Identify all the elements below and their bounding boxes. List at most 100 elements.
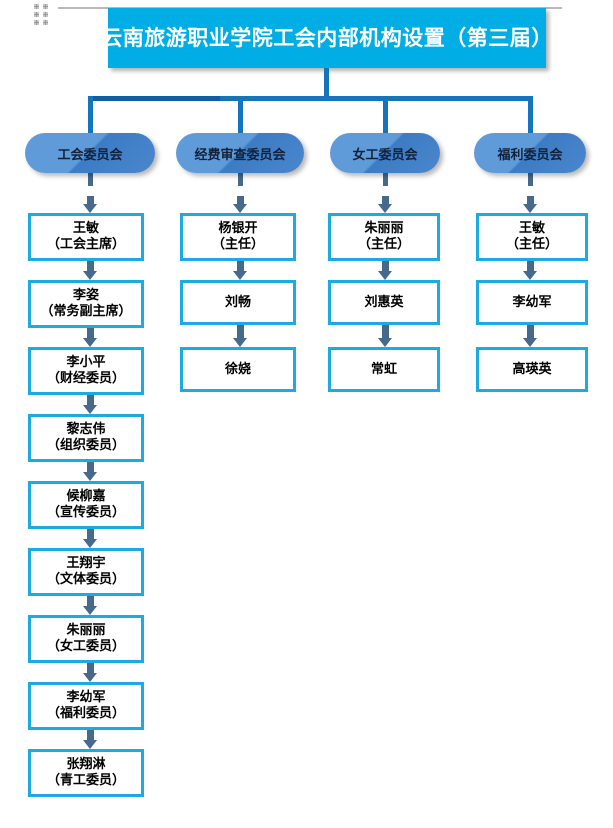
node-stem-connector-3-1 (381, 261, 389, 263)
node-stem-connector-4-2 (526, 325, 534, 330)
committee-pill-4[interactable]: 福利委员会 (474, 133, 586, 173)
person-role: （女工委员） (46, 639, 125, 654)
arrow-shaft (381, 196, 389, 205)
arrow-shaft (86, 397, 94, 406)
node-stem-connector-1-2 (86, 328, 94, 330)
person-name: 杨银开 (218, 221, 258, 237)
arrow-shaft (236, 263, 244, 272)
handle-dot (43, 12, 48, 17)
page-title: 云南旅游职业学院工会内部机构设置（第三届） (101, 25, 553, 50)
trunk-connector (324, 68, 329, 99)
person-role: （主任） (505, 237, 558, 252)
pill-stem-connector-1 (87, 173, 93, 186)
person-box-1-4[interactable]: 黎志伟（组织委员） (28, 414, 144, 462)
person-name: 张翔淋 (66, 757, 106, 773)
arrow-shaft (526, 196, 534, 205)
bus-drop-connector-4 (527, 96, 533, 133)
person-role: （财经委员） (46, 371, 125, 386)
person-box-1-9[interactable]: 张翔淋（青工委员） (28, 749, 144, 797)
pill-stem-connector-3 (382, 173, 388, 186)
flow-arrow-3-1 (377, 196, 393, 213)
committee-label: 经费审查委员会 (194, 147, 286, 163)
committee-pill-3[interactable]: 女工委员会 (330, 133, 440, 173)
bus-connector (90, 96, 530, 101)
node-stem-connector-2-2 (236, 325, 244, 330)
handle-dot (34, 20, 39, 25)
person-box-1-5[interactable]: 候柳嘉（宣传委员） (28, 481, 144, 529)
person-box-1-6[interactable]: 王翔宇（文体委员） (28, 548, 144, 596)
person-box-2-2[interactable]: 刘畅 (180, 280, 296, 325)
person-name: 朱丽丽 (364, 221, 404, 237)
node-stem-connector-1-8 (86, 730, 94, 732)
pill-stem-connector-4 (527, 173, 533, 186)
arrow-shaft (381, 263, 389, 272)
arrow-head-icon (82, 673, 97, 682)
arrow-head-icon (82, 271, 97, 280)
committee-label: 福利委员会 (497, 147, 563, 163)
person-box-4-2[interactable]: 李幼军 (476, 280, 588, 325)
person-box-1-2[interactable]: 李姿（常务副主席） (28, 280, 144, 328)
person-role: （工会主席） (46, 237, 125, 252)
arrow-head-icon (82, 472, 97, 481)
bus-connector-left-shade (90, 96, 220, 101)
person-box-1-3[interactable]: 李小平（财经委员） (28, 347, 144, 395)
arrow-shaft (86, 531, 94, 540)
person-name: 刘畅 (224, 294, 251, 310)
arrow-head-icon (82, 405, 97, 414)
committee-label: 女工委员会 (352, 147, 418, 163)
person-box-2-1[interactable]: 杨银开（主任） (180, 213, 296, 261)
person-box-1-1[interactable]: 王敏（工会主席） (28, 213, 144, 261)
person-role: （宣传委员） (46, 505, 125, 520)
person-name: 李幼军 (66, 690, 106, 706)
person-box-4-3[interactable]: 高瑛英 (476, 347, 588, 392)
handle-dot (43, 20, 48, 25)
node-stem-connector-1-4 (86, 462, 94, 464)
drag-handle-icon[interactable] (34, 4, 48, 26)
handle-dot (43, 4, 48, 9)
person-box-1-7[interactable]: 朱丽丽（女工委员） (28, 615, 144, 663)
flow-arrow-3-2 (377, 263, 393, 280)
person-role: （青工委员） (46, 773, 125, 788)
flow-arrow-4-1 (522, 196, 538, 213)
arrow-head-icon (82, 338, 97, 347)
flow-arrow-1-3 (82, 330, 98, 347)
person-box-3-3[interactable]: 常虹 (328, 347, 440, 392)
arrow-head-icon (232, 271, 247, 280)
arrow-head-icon (232, 338, 247, 347)
arrow-head-icon (522, 338, 537, 347)
flow-arrow-4-3 (522, 330, 538, 347)
person-name: 刘惠英 (364, 294, 404, 310)
flow-arrow-2-1 (232, 196, 248, 213)
arrow-head-icon (522, 204, 537, 213)
person-box-3-2[interactable]: 刘惠英 (328, 280, 440, 325)
person-name: 朱丽丽 (66, 623, 106, 639)
arrow-shaft (86, 464, 94, 473)
arrow-shaft (86, 598, 94, 607)
person-name: 高瑛英 (512, 361, 552, 377)
node-stem-connector-4-1 (526, 261, 534, 263)
flow-arrow-1-9 (82, 732, 98, 749)
committee-pill-2[interactable]: 经费审查委员会 (176, 133, 304, 173)
flow-arrow-1-4 (82, 397, 98, 414)
person-box-4-1[interactable]: 王敏（主任） (476, 213, 588, 261)
person-box-1-8[interactable]: 李幼军（福利委员） (28, 682, 144, 730)
person-box-3-1[interactable]: 朱丽丽（主任） (328, 213, 440, 261)
person-name: 黎志伟 (66, 422, 106, 438)
arrow-head-icon (82, 606, 97, 615)
person-name: 李姿 (72, 288, 99, 304)
committee-label: 工会委员会 (57, 147, 123, 163)
person-role: （主任） (211, 237, 264, 252)
arrow-head-icon (82, 539, 97, 548)
arrow-shaft (86, 196, 94, 205)
person-role: （文体委员） (46, 572, 125, 587)
arrow-head-icon (82, 204, 97, 213)
person-role: （主任） (357, 237, 410, 252)
committee-pill-1[interactable]: 工会委员会 (25, 133, 155, 173)
person-box-2-3[interactable]: 徐娆 (180, 347, 296, 392)
flow-arrow-1-1 (82, 196, 98, 213)
person-role: （组织委员） (46, 438, 125, 453)
node-stem-connector-1-3 (86, 395, 94, 397)
handle-dot (34, 4, 39, 9)
arrow-head-icon (377, 204, 392, 213)
bus-drop-connector-2 (237, 96, 243, 133)
